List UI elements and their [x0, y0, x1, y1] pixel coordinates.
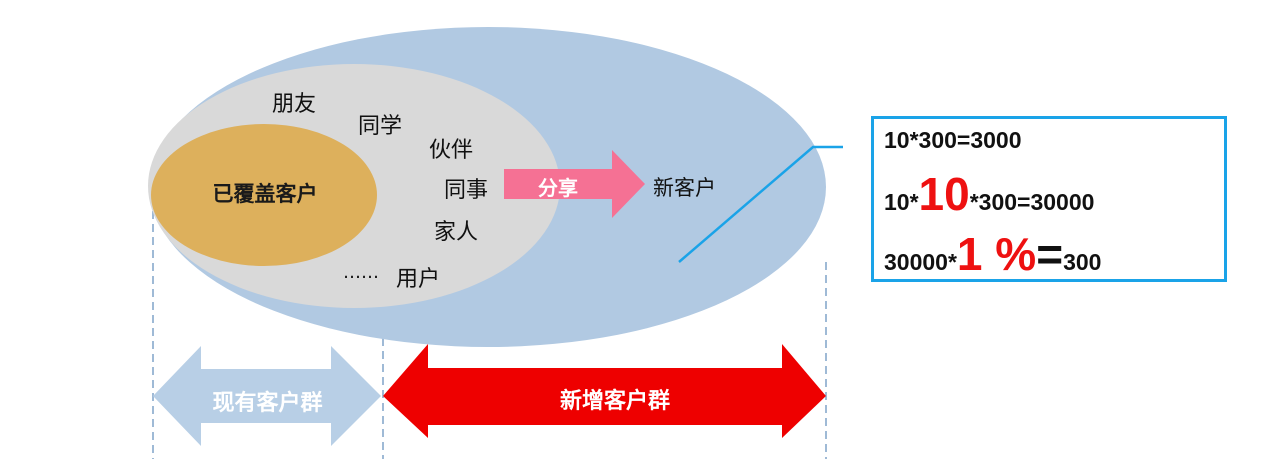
formula-line-3-equals: =: [1036, 228, 1064, 280]
formula-line-3-suffix: 300: [1063, 249, 1102, 275]
share-arrow: [504, 150, 645, 218]
new-group-double-arrow: [383, 344, 826, 438]
formula-line-3: 30000*1 %=300: [884, 227, 1101, 281]
users-label: 用户: [396, 267, 441, 292]
existing-group-double-arrow: [153, 346, 381, 446]
formula-line-1: 10*300=3000: [884, 127, 1022, 153]
new-customer-label: 新客户: [653, 176, 716, 200]
share-label: 分享: [538, 176, 578, 200]
contact-label-family: 家人: [434, 220, 479, 245]
contact-label-classmates: 同学: [358, 114, 403, 139]
existing-group-label: 现有客户群: [212, 391, 323, 416]
formula-line-3-prefix: 30000*: [884, 249, 957, 275]
formula-line-2-prefix: 10*: [884, 189, 919, 215]
formula-line-2: 10*10*300=30000: [884, 167, 1094, 221]
covered-customer-ellipse: [151, 124, 377, 266]
formula-box: 10*300=3000 10*10*300=30000 30000*1 %=30…: [871, 116, 1227, 282]
callout-connector-line: [678, 145, 843, 263]
formula-line-2-suffix: *300=30000: [969, 189, 1095, 215]
covered-customer-label: 已覆盖客户: [212, 182, 318, 206]
contact-label-colleagues: 同事: [444, 178, 489, 203]
formula-line-3-emphasis: 1 %: [956, 228, 1037, 280]
ellipsis-label: ……: [343, 262, 379, 283]
new-group-label: 新增客户群: [559, 389, 670, 414]
contact-label-friends: 朋友: [272, 92, 317, 117]
contact-label-partners: 伙伴: [429, 138, 474, 163]
formula-line-2-emphasis: 10: [918, 168, 970, 220]
